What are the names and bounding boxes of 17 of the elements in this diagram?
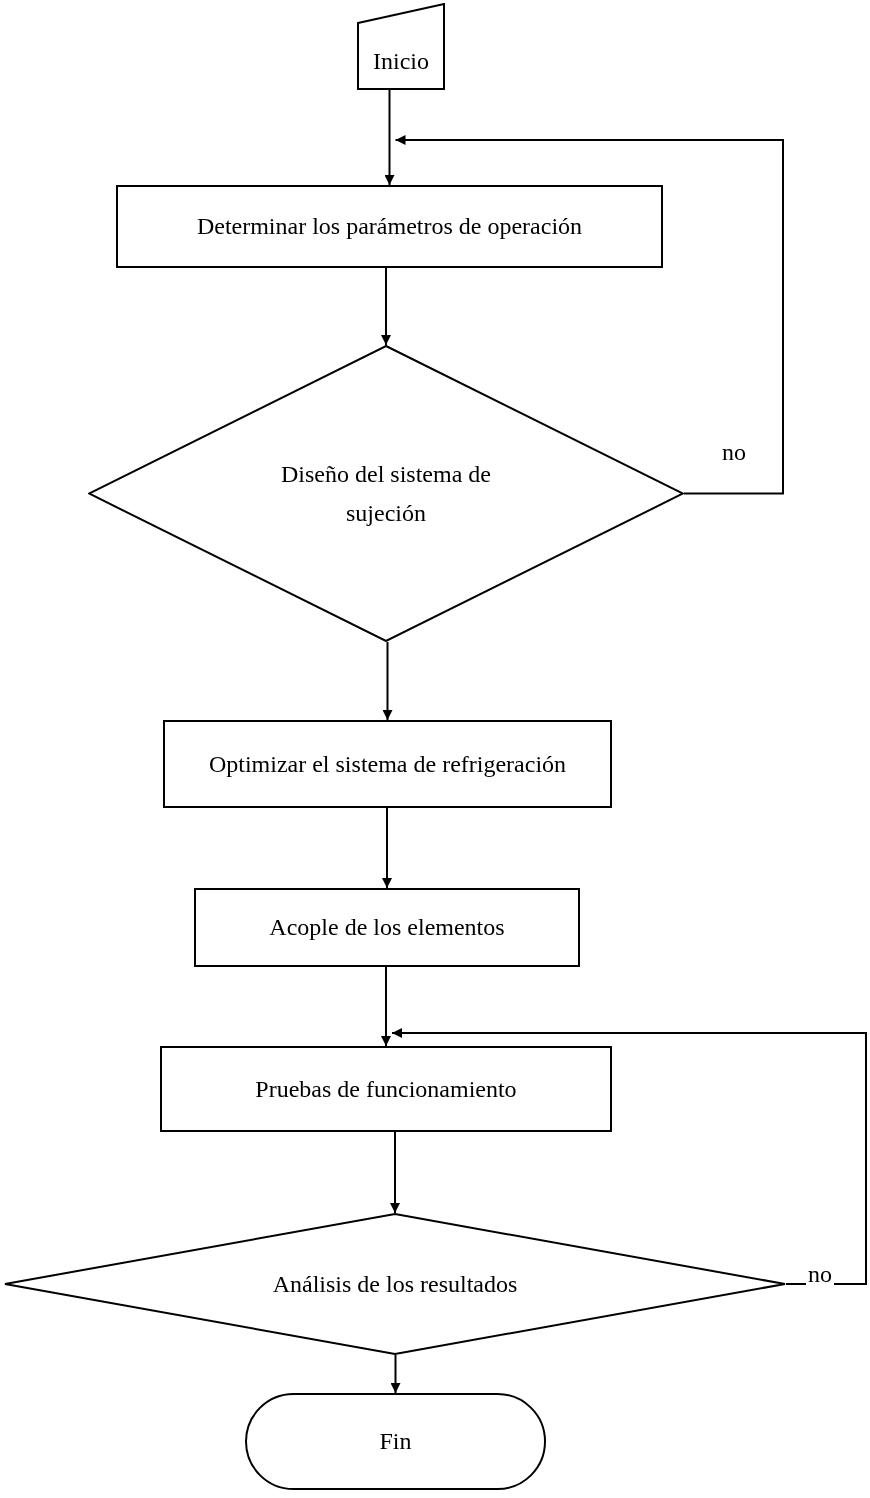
- node-text: Análisis de los resultados: [272, 1269, 518, 1299]
- arrow: [391, 1028, 867, 1285]
- arrow: [394, 135, 784, 495]
- arrow: [384, 89, 395, 186]
- node-text: Fin: [379, 1427, 412, 1457]
- arrow: [381, 966, 391, 1047]
- node-text: Pruebas de funcionamiento: [255, 1074, 517, 1104]
- arrow: [390, 1354, 401, 1394]
- node-text: Inicio: [373, 47, 429, 77]
- arrow: [382, 807, 392, 889]
- arrow: [382, 641, 393, 721]
- arrow: [381, 267, 391, 346]
- node-text: Determinar los parámetros de operación: [196, 212, 583, 242]
- node-text: Optimizar el sistema de refrigeración: [208, 749, 567, 779]
- arrow: [390, 1131, 400, 1214]
- node-text: Acople de los elementos: [269, 913, 505, 943]
- node-text: Diseño del sistema de sujeción: [280, 460, 492, 528]
